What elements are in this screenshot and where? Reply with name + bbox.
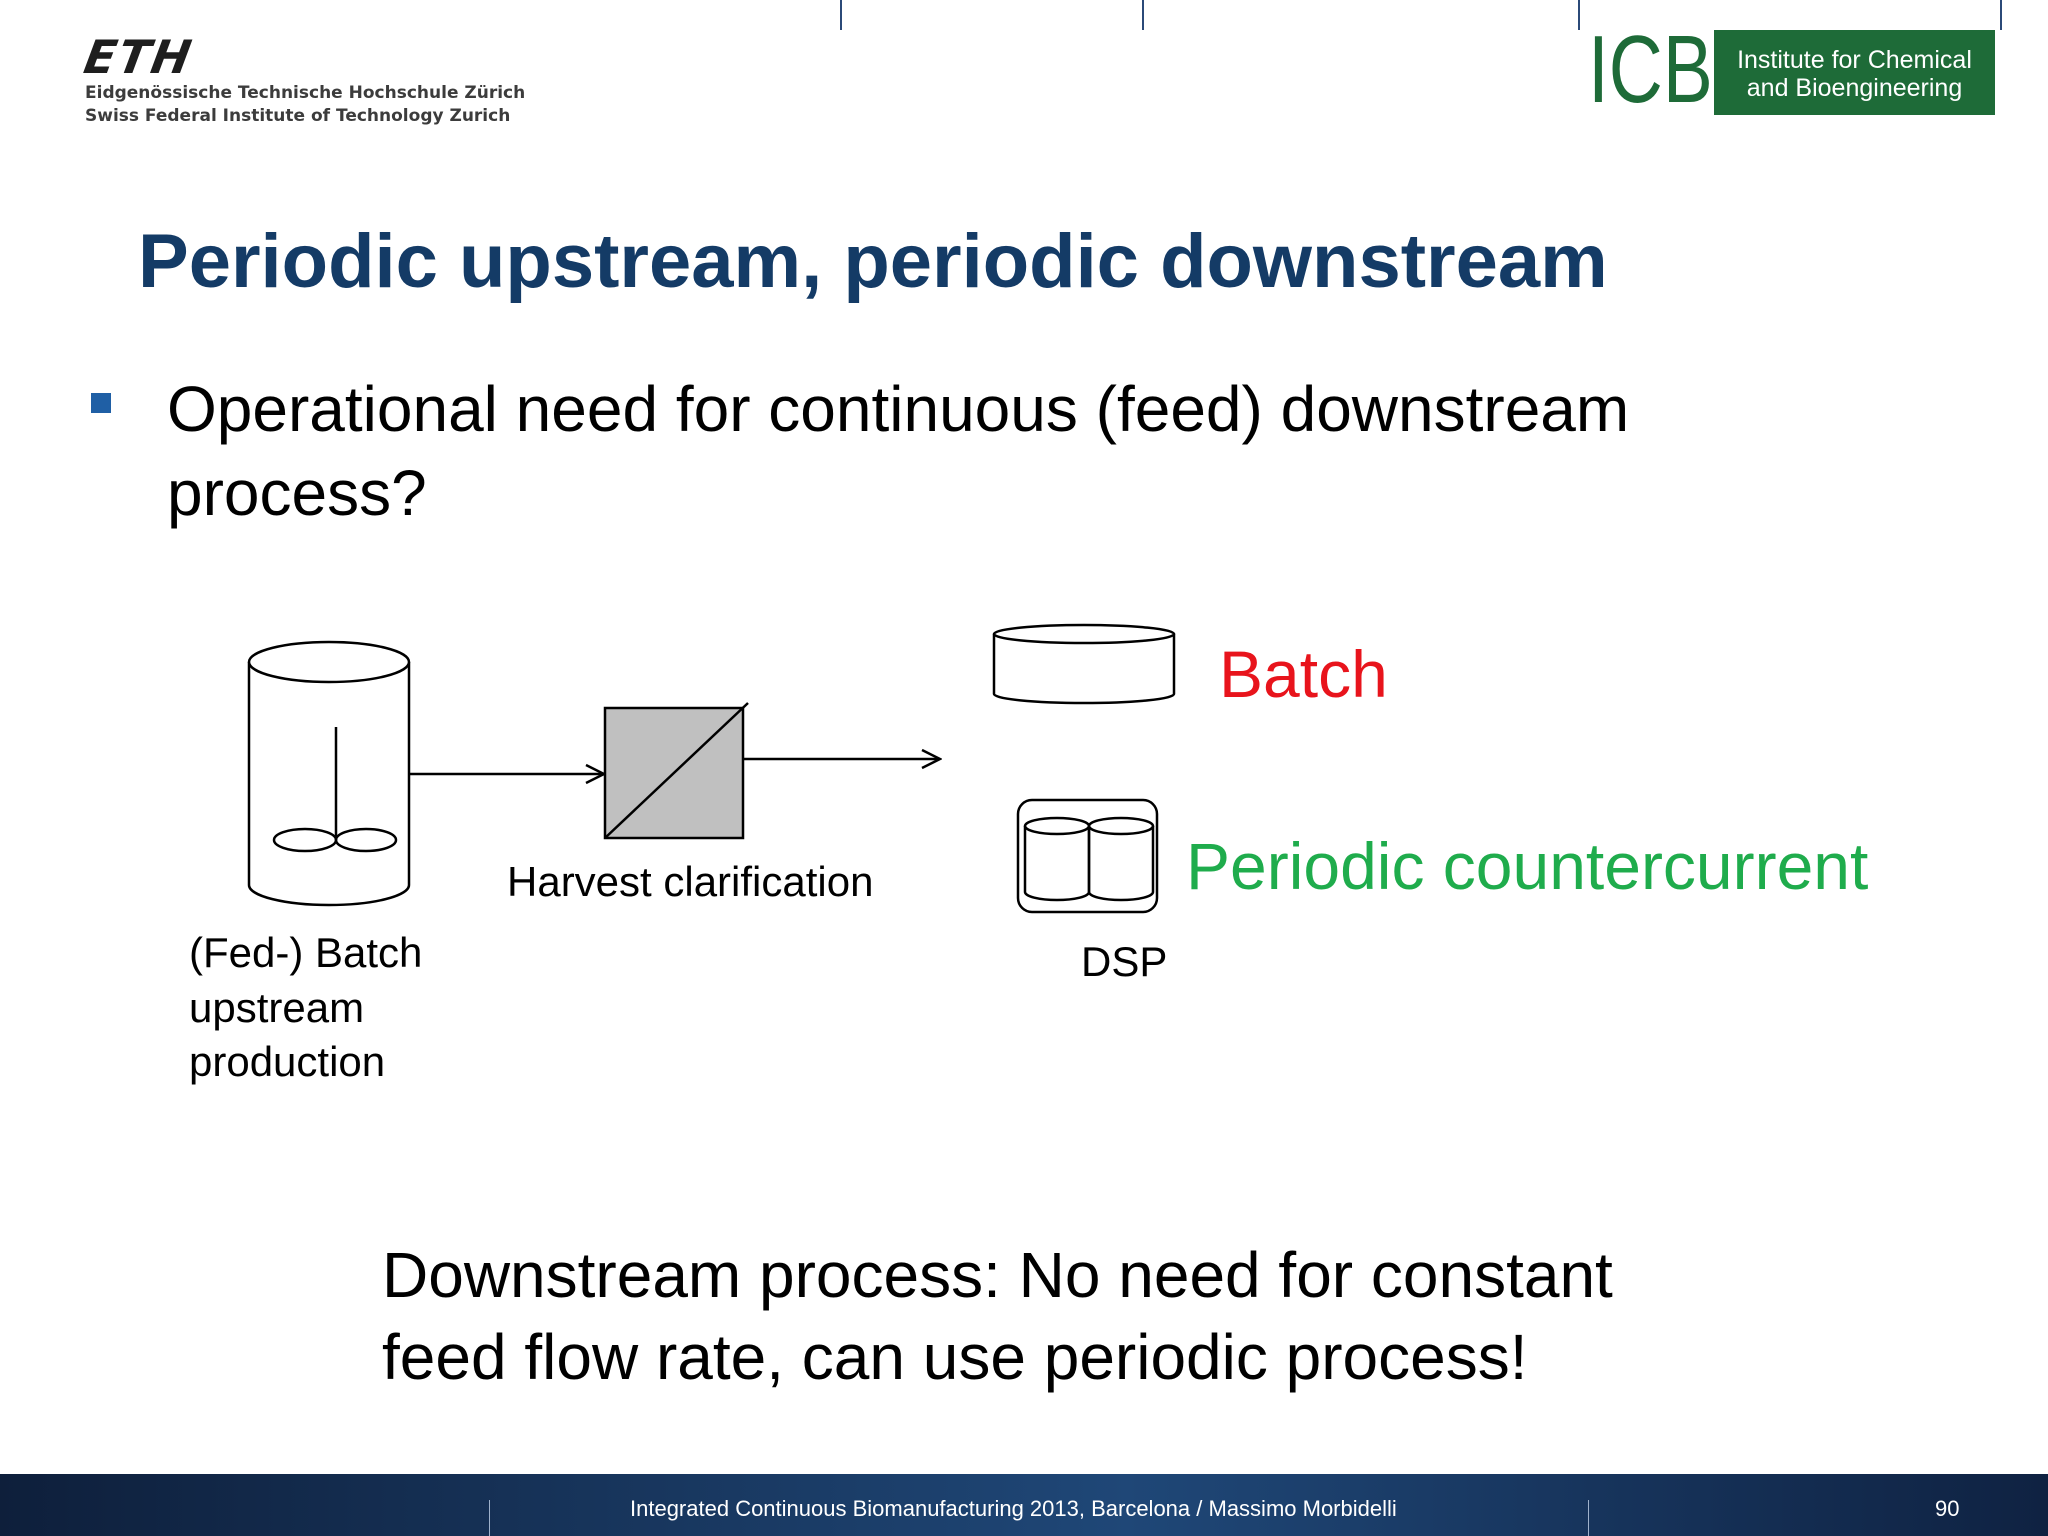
upstream-label: upstream bbox=[189, 984, 365, 1031]
eth-subtitle-en: Swiss Federal Institute of Technology Zu… bbox=[85, 106, 511, 126]
bullet-text: Operational need for continuous (feed) d… bbox=[167, 373, 1630, 529]
icb-name-line2: and Bioengineering bbox=[1746, 74, 1963, 102]
bottom-note-line1: Downstream process: No need for constant bbox=[382, 1239, 1613, 1311]
header-divider bbox=[1578, 0, 1580, 30]
header-divider bbox=[840, 0, 842, 30]
footer-divider bbox=[489, 1500, 490, 1536]
eth-subtitle-de: Eidgenössische Technische Hochschule Zür… bbox=[85, 83, 526, 103]
slide-title: Periodic upstream, periodic downstream bbox=[138, 219, 1608, 304]
countercurrent-columns-icon bbox=[1016, 798, 1159, 914]
batch-column-icon bbox=[992, 623, 1176, 705]
filter-icon bbox=[603, 702, 749, 840]
icb-name-box: Institute for Chemical and Bioengineerin… bbox=[1714, 30, 1995, 115]
footer-divider bbox=[1588, 1500, 1589, 1536]
footer-text: Integrated Continuous Biomanufacturing 2… bbox=[630, 1496, 1397, 1521]
clarification-label: Harvest clarification bbox=[507, 858, 874, 905]
header-divider bbox=[1142, 0, 1144, 30]
page-number: 90 bbox=[1935, 1496, 1960, 1521]
batch-label: Batch bbox=[1219, 637, 1388, 711]
header-divider bbox=[2000, 0, 2002, 30]
periodic-countercurrent-label: Periodic countercurrent bbox=[1186, 829, 1869, 903]
footer-bar bbox=[0, 1474, 2048, 1536]
icb-logo: ICB bbox=[1588, 16, 1713, 123]
bottom-note: Downstream process: No need for constant… bbox=[382, 1234, 1882, 1398]
upstream-label: production bbox=[189, 1038, 386, 1085]
bullet-square-icon bbox=[91, 393, 111, 413]
icb-name-line1: Institute for Chemical bbox=[1737, 46, 1972, 74]
upstream-label: (Fed-) Batch bbox=[189, 929, 423, 976]
bottom-note-line2: feed flow rate, can use periodic process… bbox=[382, 1321, 1528, 1393]
dsp-label: DSP bbox=[1081, 938, 1168, 985]
bioreactor-icon bbox=[247, 640, 411, 907]
